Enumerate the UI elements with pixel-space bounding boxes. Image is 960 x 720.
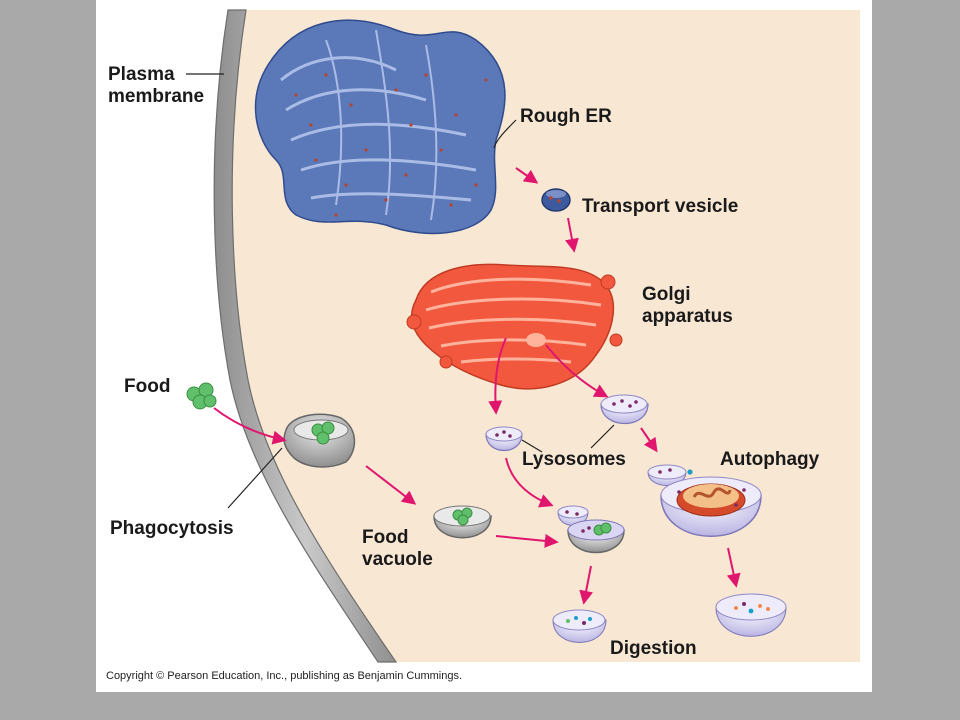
label-rough-er: Rough ER (520, 106, 612, 127)
label-plasma-membrane: Plasma membrane (108, 64, 205, 107)
fusing-lysosome-vacuole (557, 505, 625, 554)
label-food-vacuole: Food vacuole (362, 527, 433, 570)
phagocytic-vacuole (283, 413, 356, 468)
label-autophagy: Autophagy (720, 449, 820, 470)
golgi-apparatus (406, 263, 623, 390)
label-lysosomes: Lysosomes (522, 449, 626, 470)
label-golgi-apparatus: Golgi apparatus (642, 284, 733, 327)
copyright-notice: Copyright © Pearson Education, Inc., pub… (106, 670, 463, 682)
cell-diagram (186, 9, 861, 663)
lysosome-right (600, 394, 649, 425)
transport-vesicle (541, 188, 571, 212)
food-particle (186, 382, 217, 410)
pathway-arrows (213, 167, 741, 605)
digestion-vesicle-right (715, 593, 787, 637)
label-digestion: Digestion (610, 638, 697, 659)
leader-lines (186, 73, 615, 509)
label-phagocytosis: Phagocytosis (110, 518, 234, 539)
digestion-vesicle-left (552, 609, 607, 643)
lysosome-left (485, 426, 523, 451)
food-vacuole (433, 505, 492, 539)
plasma-membrane (213, 9, 398, 663)
rough-er (254, 19, 506, 235)
label-food: Food (124, 376, 171, 397)
slide: Plasma membrane Rough ER Transport vesic… (96, 0, 872, 692)
label-transport-vesicle: Transport vesicle (582, 196, 739, 217)
autophagy-vesicle (647, 464, 762, 537)
